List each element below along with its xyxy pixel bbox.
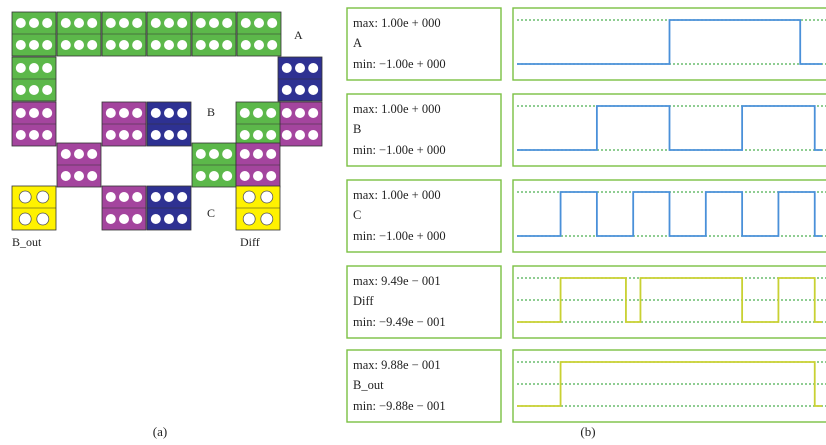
caption-a: (a) [153, 424, 167, 439]
signal-max: max: 1.00e + 000 [353, 102, 441, 116]
signal-name: B [353, 122, 361, 136]
signal-waveform [517, 361, 822, 407]
signal-waveform [517, 19, 822, 65]
qca-cell [146, 11, 192, 57]
signal-max: max: 1.00e + 000 [353, 16, 441, 30]
signal-name: C [353, 208, 361, 222]
signal-label-box [346, 349, 502, 423]
signal-name: A [353, 36, 362, 50]
signal-waveform [517, 105, 822, 151]
signal-label-box [346, 7, 502, 81]
qca-cell [56, 11, 102, 57]
qca-cell [235, 142, 281, 188]
qca-cell [277, 101, 323, 147]
qca-layout-diagram [11, 11, 323, 231]
label-A: A [294, 28, 303, 42]
qca-cell [11, 11, 57, 57]
label-C: C [207, 206, 215, 220]
caption-b: (b) [580, 424, 595, 439]
signal-min: min: −9.88e − 001 [353, 399, 446, 413]
label-B: B [207, 105, 215, 119]
signal-min: min: −9.49e − 001 [353, 315, 446, 329]
qca-cell [146, 101, 192, 147]
signal-waveform [517, 277, 822, 323]
qca-cell [11, 185, 57, 231]
qca-cell [235, 185, 281, 231]
qca-cell [236, 11, 282, 57]
signal-max: max: 9.49e − 001 [353, 274, 441, 288]
signal-min: min: −1.00e + 000 [353, 57, 446, 71]
qca-cell [277, 56, 323, 102]
signal-name: Diff [353, 294, 374, 308]
signal-label-box [346, 265, 502, 339]
label-Diff: Diff [240, 235, 260, 249]
qca-cell [235, 101, 281, 147]
qca-cell [11, 56, 57, 102]
signal-min: min: −1.00e + 000 [353, 229, 446, 243]
signal-label-box [346, 93, 502, 167]
qca-cell [191, 11, 237, 57]
signal-waveform [517, 191, 822, 237]
qca-cell [101, 11, 147, 57]
signal-name: B_out [353, 378, 384, 392]
qca-cell [146, 185, 192, 231]
qca-cell [101, 185, 147, 231]
signal-max: max: 9.88e − 001 [353, 358, 441, 372]
qca-cell [11, 101, 57, 147]
qca-cell [101, 101, 147, 147]
qca-cell [191, 142, 237, 188]
signal-label-box [346, 179, 502, 253]
qca-cell [56, 142, 102, 188]
signal-max: max: 1.00e + 000 [353, 188, 441, 202]
signal-min: min: −1.00e + 000 [353, 143, 446, 157]
label-B-out: B_out [12, 235, 42, 249]
